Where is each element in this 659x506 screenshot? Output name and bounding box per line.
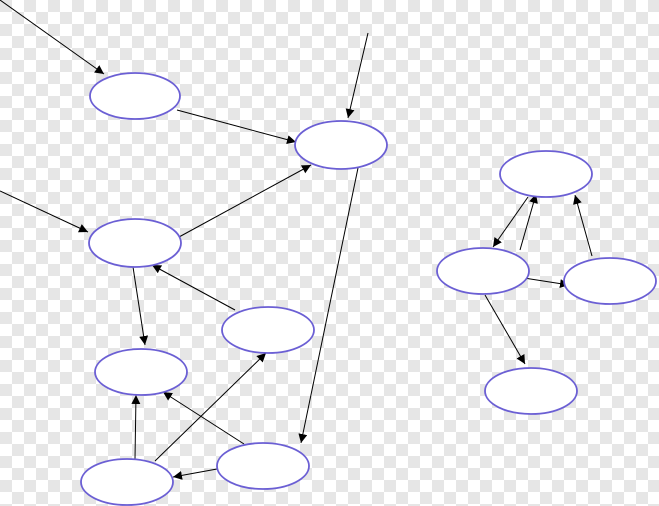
edge-right-mid-right-to-right-top	[573, 194, 593, 257]
edge-left-mid-to-center-top	[178, 164, 312, 238]
graph-node-bottom-mid	[216, 442, 310, 490]
graph-node-top-left	[89, 72, 181, 120]
edge-bottom-mid-to-bottom-left	[172, 468, 218, 480]
graph-node-right-bottom	[484, 367, 578, 415]
graph-node-left-lower	[94, 348, 188, 396]
edges	[0, 0, 593, 480]
edge-incoming-to-top-left	[0, 0, 105, 75]
graph-node-right-mid-right	[563, 257, 657, 305]
graph-node-right-mid	[436, 247, 530, 295]
graph-node-left-mid	[88, 218, 182, 268]
edge-top-left-to-center-top	[176, 109, 297, 145]
edge-right-top-to-right-mid	[492, 196, 529, 248]
graph-node-center-top	[294, 120, 388, 170]
edge-bottom-left-to-center-mid	[154, 352, 267, 462]
nodes	[80, 72, 657, 506]
edge-left-mid-to-left-lower	[132, 266, 149, 346]
edge-bottom-left-to-left-lower	[131, 394, 141, 460]
edge-center-mid-to-left-mid	[151, 264, 236, 311]
edge-right-mid-to-right-bottom	[484, 294, 526, 365]
edge-right-mid-to-right-top	[519, 193, 538, 251]
edge-center-top-to-bottom-mid	[298, 167, 359, 444]
graph-node-center-mid	[221, 306, 315, 354]
edge-bottom-mid-to-left-lower	[162, 391, 245, 445]
graph-node-bottom-left	[80, 458, 174, 506]
edge-incoming-to-left-mid	[0, 190, 89, 233]
edge-right-mid-to-right-mid-right	[523, 277, 570, 289]
graph-node-right-top	[499, 150, 593, 198]
edge-incoming-to-center-top	[345, 32, 369, 119]
